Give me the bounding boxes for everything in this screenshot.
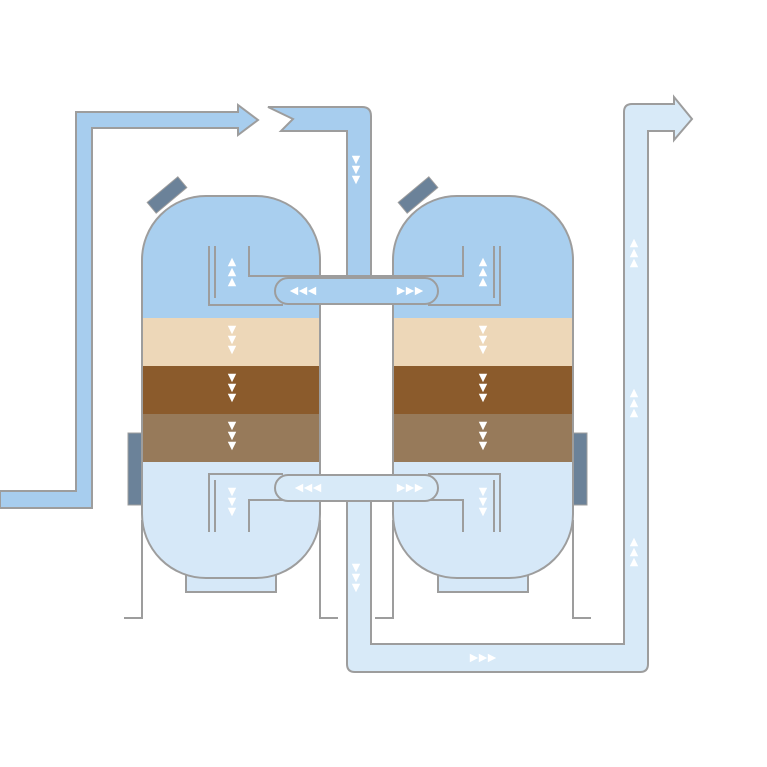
left-vessel-legs (124, 520, 338, 619)
flow-arrow-left-top-up (227, 257, 237, 267)
flow-arrow-left-media-down (227, 373, 237, 383)
left-vessel (124, 176, 347, 619)
flow-arrow-right-media-down (478, 383, 488, 393)
flow-arrow-left-top-up (227, 277, 237, 287)
flow-arrow-bottom-manifold-right (405, 483, 415, 493)
inlet-pipe-left-segment (0, 103, 260, 509)
flow-arrow-left-bottom-down (227, 507, 237, 517)
flow-arrow-riser-up (629, 537, 639, 547)
flow-arrow-riser-up (629, 547, 639, 557)
flow-arrow-left-media-down (227, 335, 237, 345)
flow-arrow-riser-up (629, 398, 639, 408)
flow-arrow-bottom-manifold-right (414, 483, 424, 493)
flow-arrow-riser-up (629, 388, 639, 398)
flow-arrow-top-manifold-right (405, 286, 415, 296)
flow-arrow-top-manifold-left (298, 286, 308, 296)
flow-arrow-right-bottom-down (478, 487, 488, 497)
flow-arrow-right-media-down (478, 393, 488, 403)
flow-arrow-bottom-manifold-left (312, 483, 322, 493)
flow-arrow-left-media-down (227, 393, 237, 403)
flow-arrow-right-media-down (478, 345, 488, 355)
flow-arrow-top-manifold-right (396, 286, 406, 296)
inlet-pipe-downcomer (267, 106, 372, 277)
flow-arrow-inlet-down (351, 155, 361, 165)
left-bottom-collector (208, 473, 283, 532)
flow-arrow-left-media-down (227, 441, 237, 451)
flow-arrow-riser-up (629, 258, 639, 268)
flow-arrow-left-media-down (227, 325, 237, 335)
flow-arrow-inlet-down (351, 165, 361, 175)
left-manway-hatch (146, 176, 188, 214)
flow-arrow-outlet-right (487, 653, 497, 663)
flow-arrow-right-top-up (478, 257, 488, 267)
right-bottom-collector (428, 473, 501, 532)
flow-arrow-bottom-manifold-left (303, 483, 313, 493)
flow-arrow-top-manifold-right (414, 286, 424, 296)
flow-arrow-right-media-down (478, 441, 488, 451)
flow-arrow-right-top-up (478, 277, 488, 287)
flow-arrow-riser-up (629, 408, 639, 418)
flow-arrow-outlet-right (469, 653, 479, 663)
inlet-pipe (0, 103, 372, 509)
top-header-manifold (274, 277, 439, 305)
flow-arrow-left-top-up (227, 267, 237, 277)
flow-arrows (227, 155, 639, 663)
flow-arrow-left-media-down (227, 431, 237, 441)
right-manway-hatch (397, 176, 439, 214)
flow-arrow-right-media-down (478, 431, 488, 441)
flow-arrow-outlet-down (351, 573, 361, 583)
flow-arrow-outlet-down (351, 563, 361, 573)
flow-arrow-outlet-right (478, 653, 488, 663)
right-side-nozzle (572, 432, 588, 506)
outlet-pipe (346, 94, 694, 673)
outlet-pipe-path (346, 94, 694, 673)
right-top-distributor (428, 246, 501, 306)
flow-arrow-right-media-down (478, 373, 488, 383)
flow-arrow-right-media-down (478, 335, 488, 345)
flow-arrow-right-bottom-down (478, 507, 488, 517)
flow-arrow-right-media-down (478, 325, 488, 335)
flow-arrow-left-media-down (227, 345, 237, 355)
flow-arrow-riser-up (629, 557, 639, 567)
flow-arrow-top-manifold-left (307, 286, 317, 296)
left-top-distributor-upper (248, 246, 347, 277)
left-side-nozzle (127, 432, 143, 506)
flow-arrow-riser-up (629, 248, 639, 258)
flow-arrow-outlet-down (351, 583, 361, 593)
left-top-distributor (208, 246, 283, 306)
left-vessel-outline (141, 195, 321, 579)
flow-arrow-bottom-manifold-left (294, 483, 304, 493)
flow-arrow-bottom-manifold-right (396, 483, 406, 493)
right-vessel-legs (375, 520, 591, 619)
right-top-distributor-upper (371, 246, 464, 277)
flow-arrow-right-bottom-down (478, 497, 488, 507)
flow-arrow-right-top-up (478, 267, 488, 277)
flow-arrow-left-media-down (227, 421, 237, 431)
flow-arrow-inlet-down (351, 175, 361, 185)
bottom-header-manifold (274, 474, 439, 502)
flow-arrow-right-media-down (478, 421, 488, 431)
flow-arrow-riser-up (629, 238, 639, 248)
flow-arrow-left-bottom-down (227, 497, 237, 507)
flow-arrow-left-media-down (227, 383, 237, 393)
flow-arrow-left-bottom-down (227, 487, 237, 497)
right-vessel-outline (392, 195, 574, 579)
flow-arrow-top-manifold-left (289, 286, 299, 296)
